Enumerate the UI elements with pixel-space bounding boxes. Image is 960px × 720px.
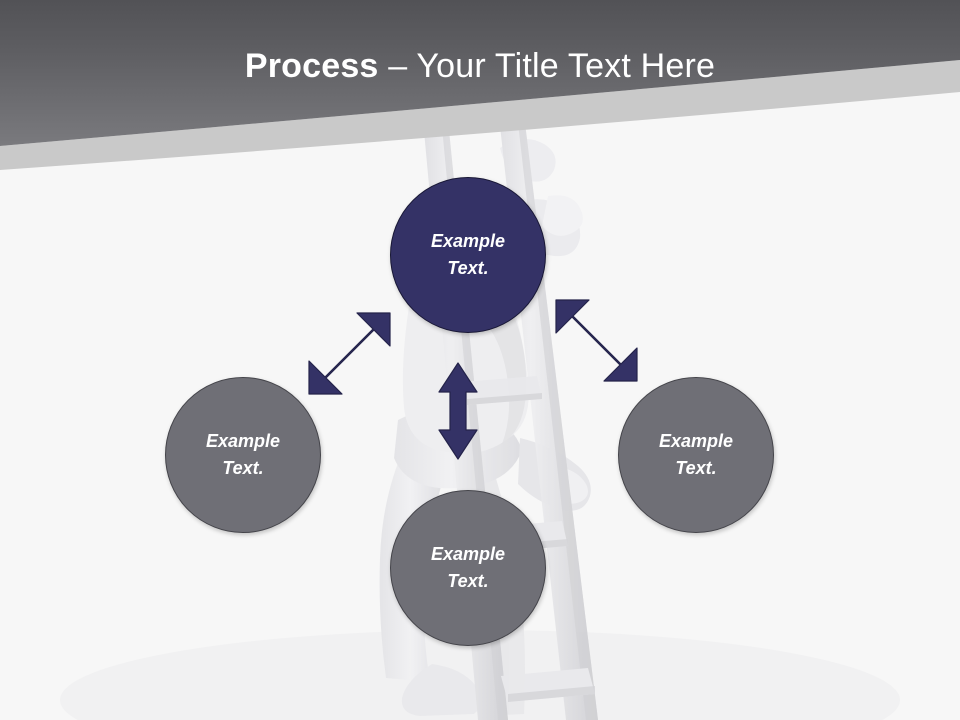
node-right[interactable]: Example Text. (618, 377, 774, 533)
node-top[interactable]: Example Text. (390, 177, 546, 333)
node-bottom-line-2: Text. (447, 571, 489, 591)
node-top-line-1: Example (430, 231, 506, 252)
node-bottom[interactable]: Example Text. (390, 490, 546, 646)
arrow-center-vertical (438, 362, 478, 460)
node-right-line-2: Text. (675, 458, 717, 478)
node-left-line-1: Example (205, 431, 281, 452)
arrow-upper-left (308, 312, 391, 395)
node-right-line-1: Example (658, 431, 734, 452)
node-left[interactable]: Example Text. (165, 377, 321, 533)
node-left-line-2: Text. (222, 458, 264, 478)
arrow-upper-right (555, 299, 638, 382)
node-top-line-2: Text. (447, 258, 489, 278)
node-bottom-line-1: Example (430, 544, 506, 565)
